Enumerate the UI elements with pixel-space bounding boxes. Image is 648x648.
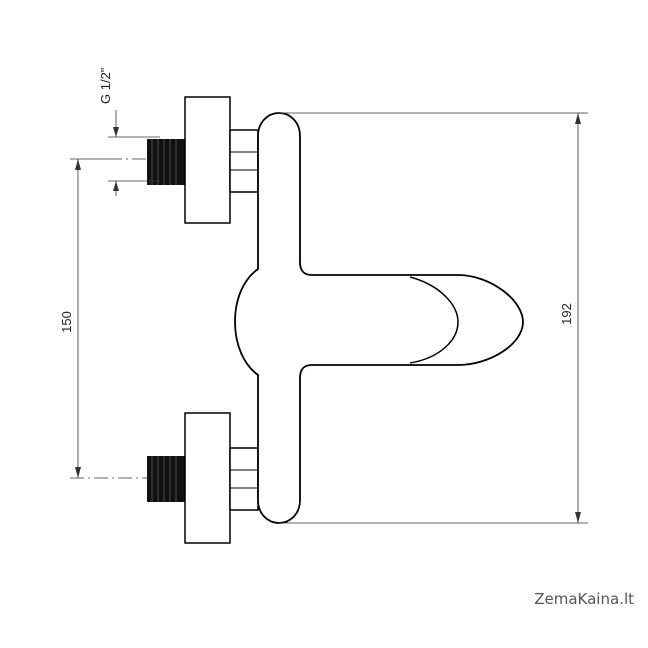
top-escutcheon <box>184 96 231 224</box>
thread-label: G 1/2" <box>98 67 113 104</box>
top-thread <box>147 139 185 185</box>
bottom-thread <box>147 456 185 502</box>
center-distance-dimension: 150 <box>59 158 108 478</box>
top-connector <box>108 96 259 224</box>
watermark-text: ZemaKaina.lt <box>534 590 634 608</box>
lever-cartridge <box>409 276 459 364</box>
total-height-label: 192 <box>559 303 574 325</box>
thread-dimension: G 1/2" <box>98 67 160 196</box>
mixer-body <box>234 112 524 524</box>
top-hex-nut <box>229 129 259 193</box>
bottom-connector <box>70 412 259 544</box>
bottom-escutcheon <box>184 412 231 544</box>
bottom-hex-nut <box>229 447 259 511</box>
total-height-dimension: 192 <box>279 112 588 524</box>
center-distance-label: 150 <box>59 311 74 333</box>
